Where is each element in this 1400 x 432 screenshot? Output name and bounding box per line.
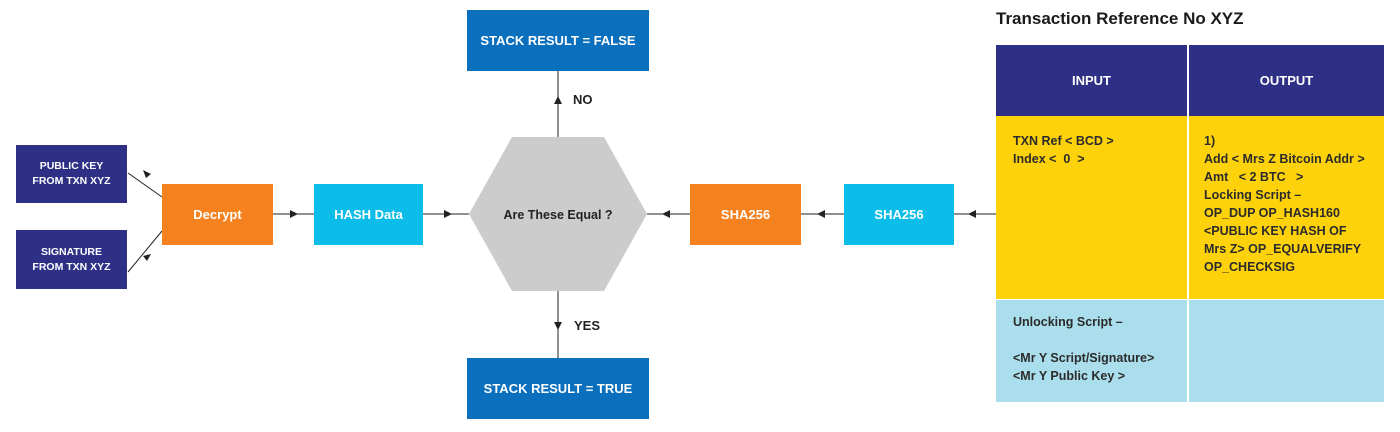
sha256-left-box: SHA256 bbox=[690, 184, 801, 245]
stack-result-false-box: STACK RESULT = FALSE bbox=[467, 10, 649, 71]
stack-result-true-box: STACK RESULT = TRUE bbox=[467, 358, 649, 419]
empty-output-cell bbox=[1189, 300, 1384, 402]
edge-public-key-to-decrypt bbox=[127, 172, 163, 198]
output-line: Locking Script – bbox=[1204, 188, 1302, 202]
input-line: TXN Ref < BCD > bbox=[1013, 134, 1114, 148]
unlocking-line: <Mr Y Public Key > bbox=[1013, 369, 1126, 383]
signature-line-1: SIGNATURE bbox=[40, 245, 103, 258]
sha256-right-label: SHA256 bbox=[874, 207, 924, 222]
input-cell: TXN Ref < BCD > Index < 0 > bbox=[996, 116, 1187, 299]
yes-label: YES bbox=[574, 318, 601, 333]
output-line: OP_DUP OP_HASH160 bbox=[1204, 206, 1340, 220]
signature-line-2: FROM TXN XYZ bbox=[32, 260, 111, 273]
public-key-box: PUBLIC KEY FROM TXN XYZ bbox=[16, 145, 127, 203]
output-line: Mrs Z> OP_EQUALVERIFY bbox=[1204, 242, 1362, 256]
input-header: INPUT bbox=[996, 45, 1187, 116]
hash-data-box: HASH Data bbox=[314, 184, 423, 245]
stack-result-true-label: STACK RESULT = TRUE bbox=[483, 381, 633, 396]
sha256-right-box: SHA256 bbox=[844, 184, 954, 245]
decrypt-box: Decrypt bbox=[162, 184, 273, 245]
compare-label: Are These Equal ? bbox=[503, 208, 613, 222]
unlocking-cell: Unlocking Script – <Mr Y Script/Signatur… bbox=[996, 300, 1187, 402]
compare-hexagon bbox=[469, 137, 647, 291]
input-line: Index < 0 > bbox=[1013, 152, 1085, 166]
output-line: Add < Mrs Z Bitcoin Addr > bbox=[1204, 152, 1365, 166]
unlocking-line: <Mr Y Script/Signature> bbox=[1013, 351, 1155, 365]
public-key-line-1: PUBLIC KEY bbox=[39, 160, 104, 172]
transaction-title: Transaction Reference No XYZ bbox=[996, 9, 1244, 28]
edge-signature-to-decrypt bbox=[127, 230, 163, 273]
sha256-left-label: SHA256 bbox=[720, 207, 771, 222]
output-line: Amt < 2 BTC > bbox=[1204, 170, 1304, 184]
stack-result-false-label: STACK RESULT = FALSE bbox=[480, 33, 636, 48]
output-header: OUTPUT bbox=[1189, 45, 1384, 116]
unlocking-line: Unlocking Script – bbox=[1013, 315, 1123, 329]
output-cell: 1) Add < Mrs Z Bitcoin Addr > Amt < 2 BT… bbox=[1189, 116, 1384, 299]
public-key-line-2: FROM TXN XYZ bbox=[32, 175, 111, 187]
output-line: OP_CHECKSIG bbox=[1204, 260, 1295, 274]
unlocking-line bbox=[1013, 331, 1187, 349]
hash-data-label: HASH Data bbox=[334, 207, 403, 222]
output-line: 1) bbox=[1204, 134, 1216, 148]
signature-box: SIGNATURE FROM TXN XYZ bbox=[16, 230, 127, 289]
output-line: <PUBLIC KEY HASH OF bbox=[1204, 224, 1347, 238]
decrypt-label: Decrypt bbox=[193, 207, 242, 222]
no-label: NO bbox=[573, 92, 593, 107]
